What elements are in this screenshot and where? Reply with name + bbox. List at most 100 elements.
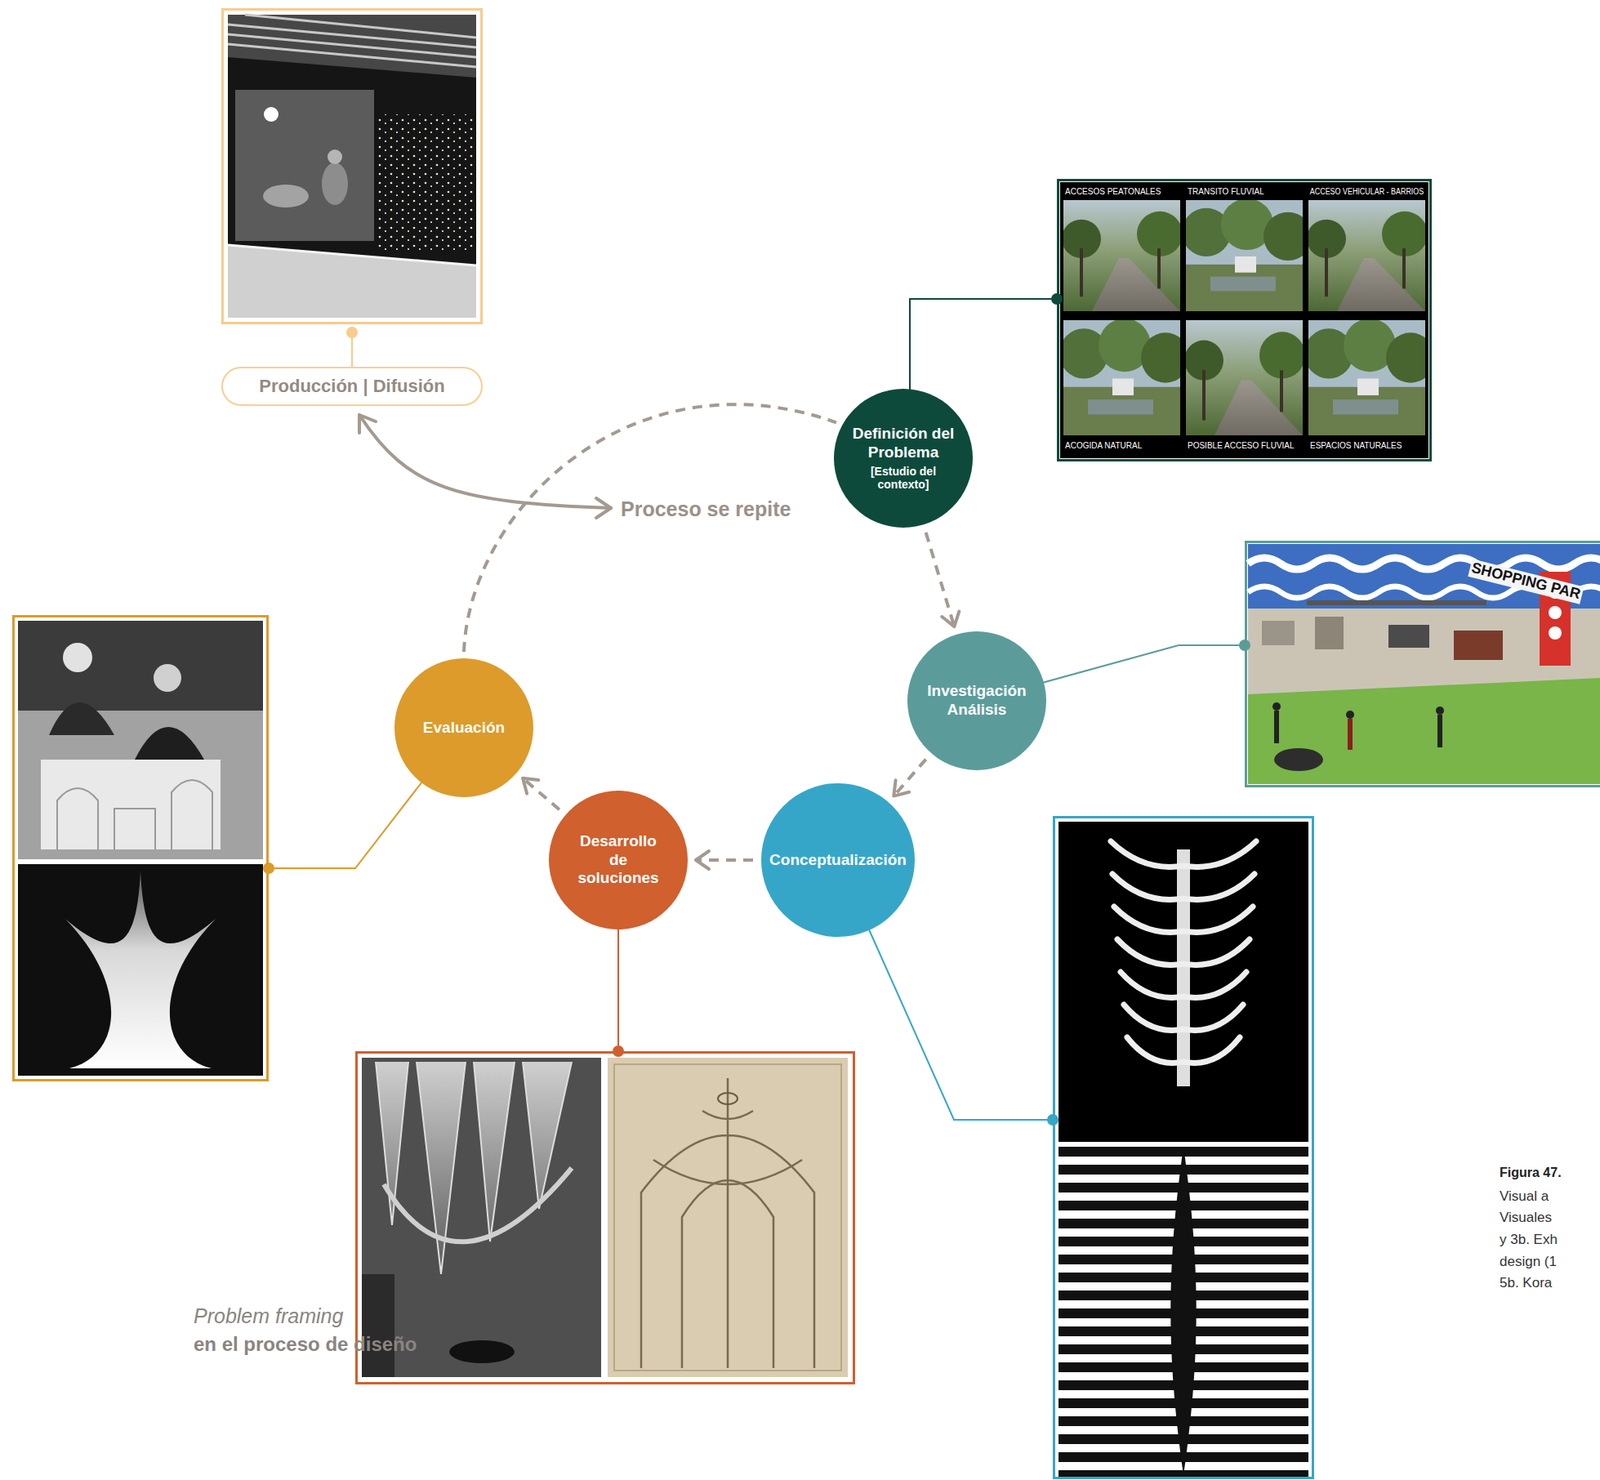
house-photo — [235, 89, 375, 241]
leader-lines — [1047, 1114, 1059, 1126]
collage-image — [1272, 702, 1281, 711]
context-photo-grid — [1061, 200, 1183, 312]
stage-circle: Conceptualización — [761, 783, 915, 937]
evaluation-photos — [49, 702, 115, 736]
dashed-flow-line — [893, 759, 926, 797]
stage-circle: Desarrollo de soluciones — [548, 790, 688, 930]
figure-caption: Figura 47. — [1499, 1164, 1562, 1181]
house-photo — [227, 14, 477, 78]
caption-fragment: 5b. Kora — [1499, 1274, 1552, 1292]
collage-image — [1437, 714, 1443, 748]
flow-connector — [695, 851, 754, 870]
repeat-arrow — [596, 498, 611, 518]
collage-image — [1453, 630, 1503, 660]
node-content: Definición del Problema[Estudio del cont… — [851, 424, 956, 492]
solution-drawings — [614, 1064, 842, 1371]
dashed-flow-line — [926, 532, 955, 627]
context-photo-grid — [1306, 200, 1428, 312]
house-photo — [263, 106, 279, 122]
concept-model-image — [1058, 1145, 1309, 1477]
photo-caption: ACCESO VEHICULAR - BARRIOS — [1308, 187, 1426, 197]
house-photo — [375, 114, 474, 254]
leader-lines — [1051, 293, 1063, 305]
evaluation-photos — [65, 870, 216, 1069]
house-photo — [222, 9, 482, 324]
collage-image — [1306, 600, 1487, 606]
evaluation-photos — [13, 616, 268, 1081]
context-photo-grid — [1304, 318, 1436, 436]
caption-fragment: Visuales — [1499, 1209, 1552, 1226]
collage-image — [1314, 616, 1344, 650]
evaluation-photos — [134, 726, 205, 760]
node-content: Investigación Análisis — [926, 681, 1028, 720]
output-pill: Producción | Difusión — [221, 366, 482, 406]
house-photo — [262, 184, 309, 208]
repeat-arrow — [359, 414, 611, 518]
stage-circle: Evaluación — [394, 658, 534, 798]
house-photo — [227, 14, 477, 318]
stage-subtitle: [Estudio del contexto] — [851, 464, 956, 493]
node-content: Conceptualización — [768, 851, 908, 870]
solution-drawings — [607, 1057, 848, 1378]
concept-model-image — [1054, 817, 1314, 1479]
solution-drawings — [449, 1340, 515, 1364]
sign-text: SHOPPING PAR — [1467, 558, 1584, 604]
arrow-head — [695, 851, 709, 870]
leader-lines — [346, 326, 358, 339]
caption-fragment: Visual a — [1499, 1188, 1549, 1205]
solution-drawings — [717, 1092, 738, 1105]
concept-model-image — [1170, 1146, 1197, 1476]
collage-image — [1246, 542, 1600, 787]
evaluation-photos — [17, 620, 263, 711]
leader-lines — [612, 1045, 624, 1057]
arrow-head — [893, 779, 910, 796]
evaluation-photos — [62, 642, 93, 673]
stage-circle: Definición del Problema[Estudio del cont… — [833, 388, 973, 528]
stage-title: Investigación Análisis — [926, 681, 1028, 720]
collage-image — [1548, 606, 1562, 620]
solution-drawings — [361, 1274, 395, 1378]
stage-title: Producción | Difusión — [258, 375, 445, 397]
node-content: Desarrollo de soluciones — [576, 832, 660, 888]
solution-drawings — [375, 1061, 572, 1275]
photo-caption: TRANSITO FLUVIAL — [1185, 187, 1266, 197]
concept-model-image — [1054, 817, 1314, 1479]
collage-image — [1247, 677, 1600, 785]
photo-caption: ACOGIDA NATURAL — [1063, 441, 1144, 451]
cycle-note: Proceso se repite — [620, 496, 791, 522]
evaluation-photos — [153, 664, 182, 692]
concept-model-image — [1058, 1145, 1309, 1477]
solution-drawings — [383, 1167, 572, 1242]
evaluation-photos — [57, 779, 213, 850]
collage-image — [1548, 626, 1562, 640]
evaluation-photos — [17, 620, 263, 860]
collage-image — [1274, 748, 1324, 772]
stage-circle: Investigación Análisis — [907, 631, 1047, 771]
photo-caption: ACCESOS PEATONALES — [1063, 187, 1163, 197]
collage-image — [1435, 706, 1445, 715]
flow-connector — [463, 404, 837, 652]
dashed-flow-line — [463, 404, 837, 652]
diagram-title: Problem framing — [193, 1303, 344, 1329]
collage-image — [1246, 542, 1600, 787]
solution-drawings — [356, 1052, 855, 1384]
context-photo-grid — [1059, 318, 1190, 436]
house-photo — [321, 162, 348, 206]
photo-caption: POSIBLE ACCESO FLUVIAL — [1185, 441, 1297, 451]
house-photo — [222, 9, 482, 324]
node-content: Producción | Difusión — [258, 375, 445, 397]
flow-connector — [926, 532, 960, 627]
evaluation-photos — [17, 864, 263, 1076]
dashed-flow-line — [695, 858, 754, 862]
repeat-arrow — [359, 414, 376, 433]
house-photo — [327, 149, 343, 165]
leader-lines — [1238, 639, 1251, 651]
collage-image — [1274, 710, 1280, 744]
arrow-head — [522, 778, 539, 794]
caption-fragment: y 3b. Exh — [1499, 1231, 1558, 1248]
collage-image — [1247, 543, 1600, 785]
concept-model-image — [1176, 849, 1190, 1087]
